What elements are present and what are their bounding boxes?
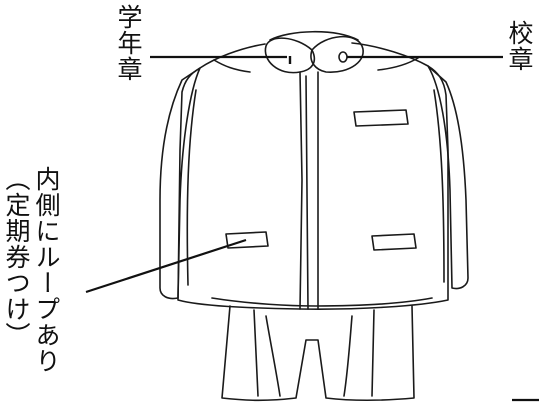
collar-right-lobe [310, 35, 364, 73]
right-shoulder-seam [377, 57, 419, 71]
grade-badge-label: 学年章 [114, 4, 143, 82]
collar-left-lobe [264, 37, 316, 74]
center-placket-left [299, 71, 303, 310]
inner-loop-label-line1: 内側にループあり [32, 166, 61, 374]
right-sleeve [427, 65, 469, 290]
school-badge-mark [338, 51, 348, 63]
trouser-fold-right [343, 315, 353, 397]
chest-pocket [353, 109, 409, 127]
jacket-hem [211, 297, 433, 307]
badges [288, 51, 348, 64]
left-sleeve [159, 67, 201, 300]
trouser-fold-left [265, 315, 281, 397]
leader-lines [85, 55, 539, 402]
left-trouser-crease [253, 309, 259, 397]
jacket-body-outline [177, 42, 449, 310]
right-sleeve-crease [433, 89, 445, 283]
trousers [221, 305, 415, 402]
trousers-outline [221, 305, 415, 402]
inner-loop-leader [85, 238, 247, 294]
left-sleeve-crease [186, 89, 197, 286]
inner-loop-label: 内側にループあり（定期券つけ） [1, 166, 61, 374]
right-lower-pocket [371, 233, 417, 251]
left-lower-pocket [225, 231, 269, 249]
center-placket-inner [305, 75, 309, 310]
school-badge-label: 校章 [505, 20, 534, 72]
jacket [159, 42, 469, 310]
left-shoulder-seam [213, 59, 251, 73]
inner-loop-label-line2: （定期券つけ） [2, 166, 31, 348]
collar [264, 30, 364, 74]
collar-band [269, 30, 359, 41]
right-trouser-crease [371, 309, 375, 397]
